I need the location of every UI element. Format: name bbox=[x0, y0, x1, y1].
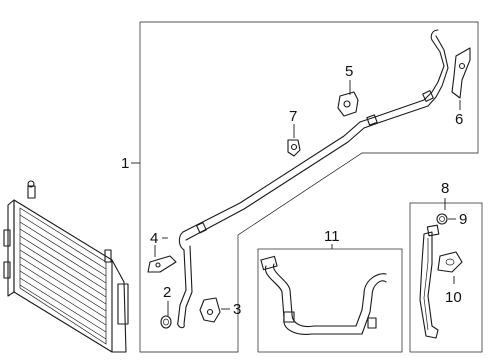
callout-9: 9 bbox=[459, 211, 467, 228]
callout-11: 11 bbox=[324, 228, 340, 245]
part-9-o-ring bbox=[436, 213, 448, 225]
part-4-bracket bbox=[147, 255, 177, 273]
callout-10: 10 bbox=[445, 289, 462, 306]
callout-labels: 1 2 3 4 5 6 7 8 9 10 11 bbox=[121, 63, 467, 318]
callout-7: 7 bbox=[289, 108, 297, 125]
leader-lines bbox=[131, 80, 461, 316]
part-2-o-ring bbox=[160, 315, 172, 329]
callout-6: 6 bbox=[455, 111, 463, 128]
part-7-clip bbox=[287, 139, 301, 157]
part-5-bracket bbox=[337, 91, 359, 117]
callout-5: 5 bbox=[345, 63, 353, 80]
callout-8: 8 bbox=[441, 180, 449, 197]
cooler-frame-8-10 bbox=[409, 202, 483, 353]
oil-cooler-tube-main bbox=[177, 29, 449, 329]
part-11-hose bbox=[260, 255, 387, 335]
callout-3: 3 bbox=[233, 301, 241, 318]
hose-frame-11 bbox=[257, 248, 403, 353]
condenser-core bbox=[3, 180, 129, 353]
callout-2: 2 bbox=[163, 284, 171, 301]
part-3-bracket bbox=[199, 297, 221, 323]
callout-4: 4 bbox=[150, 230, 158, 247]
callout-1: 1 bbox=[121, 155, 129, 172]
part-10-seal bbox=[437, 251, 463, 273]
part-6-bracket bbox=[451, 47, 471, 99]
main-assembly-frame bbox=[139, 21, 479, 353]
part-8-10-cooler-tube bbox=[419, 224, 440, 339]
